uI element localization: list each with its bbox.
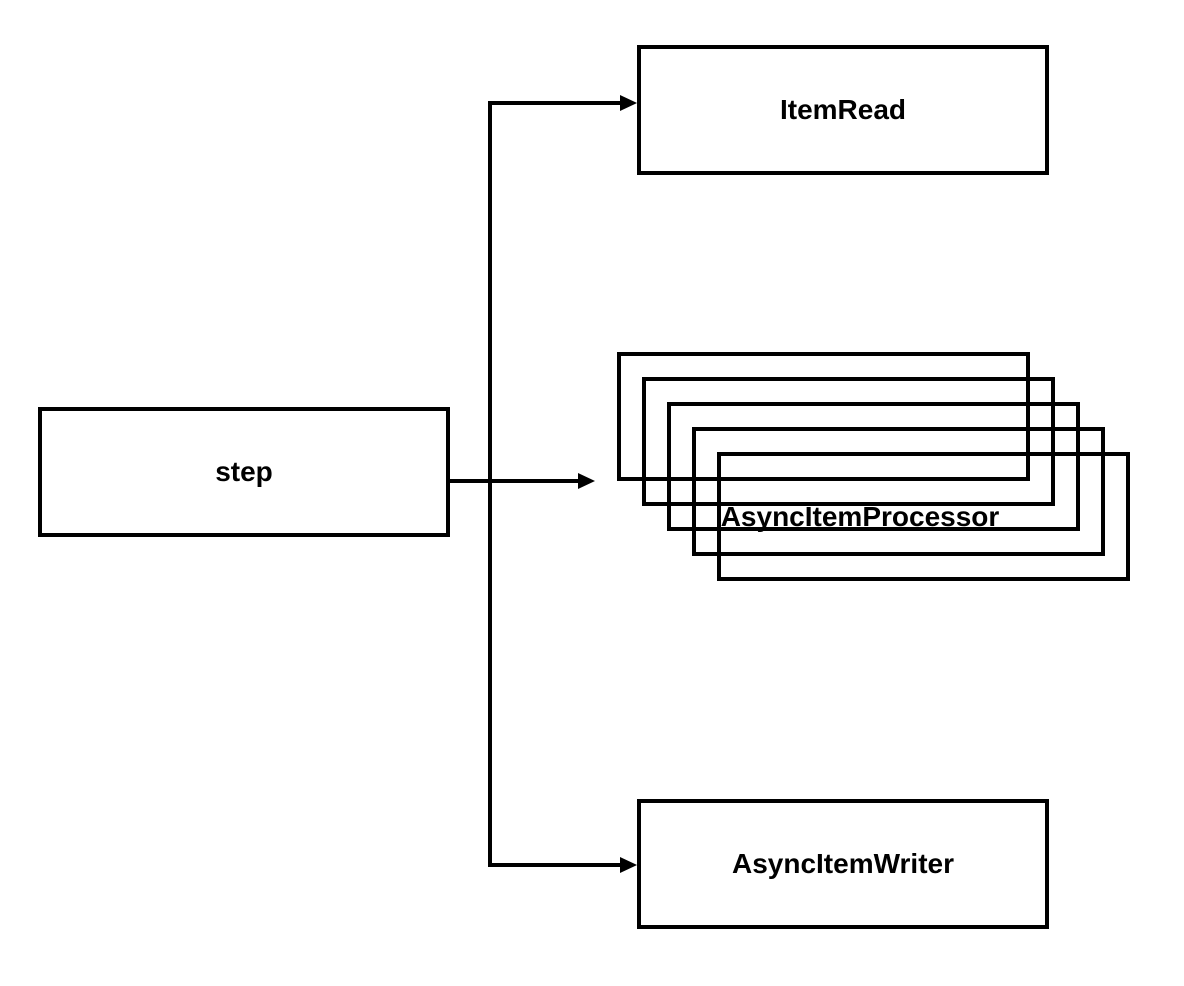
processor-instance-box-5 bbox=[717, 452, 1130, 581]
edge-trunk bbox=[488, 101, 620, 867]
node-itemread: ItemRead bbox=[637, 45, 1049, 175]
processor-instance-box-1 bbox=[617, 352, 1030, 481]
arrowhead-to-reader bbox=[620, 95, 637, 111]
processor-instance-box-3 bbox=[667, 402, 1080, 531]
node-asyncitemwriter: AsyncItemWriter bbox=[637, 799, 1049, 929]
node-step-label: step bbox=[215, 456, 273, 487]
processor-instance-box-2 bbox=[642, 377, 1055, 506]
node-asyncitemprocessor-label: AsyncItemProcessor bbox=[720, 501, 1000, 532]
processor-instance-box-4 bbox=[692, 427, 1105, 556]
arrowhead-to-processor bbox=[578, 473, 595, 489]
node-asyncitemwriter-label: AsyncItemWriter bbox=[731, 848, 954, 879]
node-step: step bbox=[38, 407, 450, 537]
arrowhead-to-writer bbox=[620, 857, 637, 873]
node-itemread-label: ItemRead bbox=[779, 94, 907, 125]
